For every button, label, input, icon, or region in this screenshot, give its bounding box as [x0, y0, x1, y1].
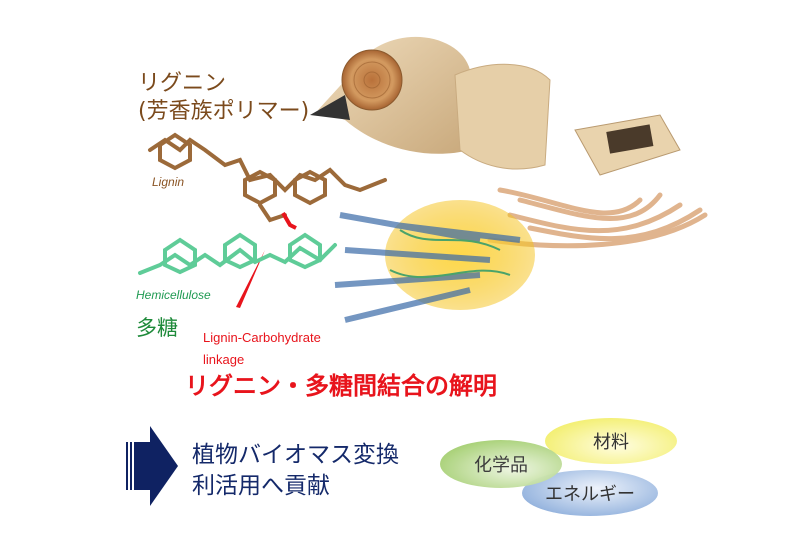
lignin-label-jp-line1: リグニン	[138, 71, 227, 96]
cell-wall-structure	[454, 63, 681, 176]
output-materials: 材料	[545, 418, 677, 464]
headline: リグニン・多糖間結合の解明	[185, 372, 497, 400]
cellulose-bundle	[334, 200, 535, 323]
lignin-label-jp: リグニン (芳香族ポリマー)	[138, 70, 309, 126]
lcc-label-line1: Lignin-Carbohydrate	[203, 330, 321, 345]
right-arrow-icon	[126, 426, 178, 506]
contribution-text: 植物バイオマス変換 利活用へ貢献	[192, 440, 399, 502]
lignin-label-en: Lignin	[152, 175, 185, 189]
hemicellulose-label-en: Hemicellulose	[136, 288, 211, 302]
output-chemicals: 化学品	[440, 440, 562, 488]
lignin-label-jp-line2: (芳香族ポリマー)	[138, 99, 310, 124]
linkage-bond	[236, 211, 297, 308]
hemicellulose-molecule	[138, 232, 337, 275]
polysaccharide-label-jp: 多糖	[136, 316, 178, 340]
contribution-line2: 利活用へ貢献	[192, 473, 330, 499]
wood-cross-section	[310, 36, 470, 154]
lcc-label-line2: linkage	[203, 352, 245, 367]
lcc-label: Lignin-Carbohydrate linkage	[203, 327, 321, 371]
lignin-molecule	[148, 132, 387, 223]
contribution-line1: 植物バイオマス変換	[192, 442, 399, 468]
